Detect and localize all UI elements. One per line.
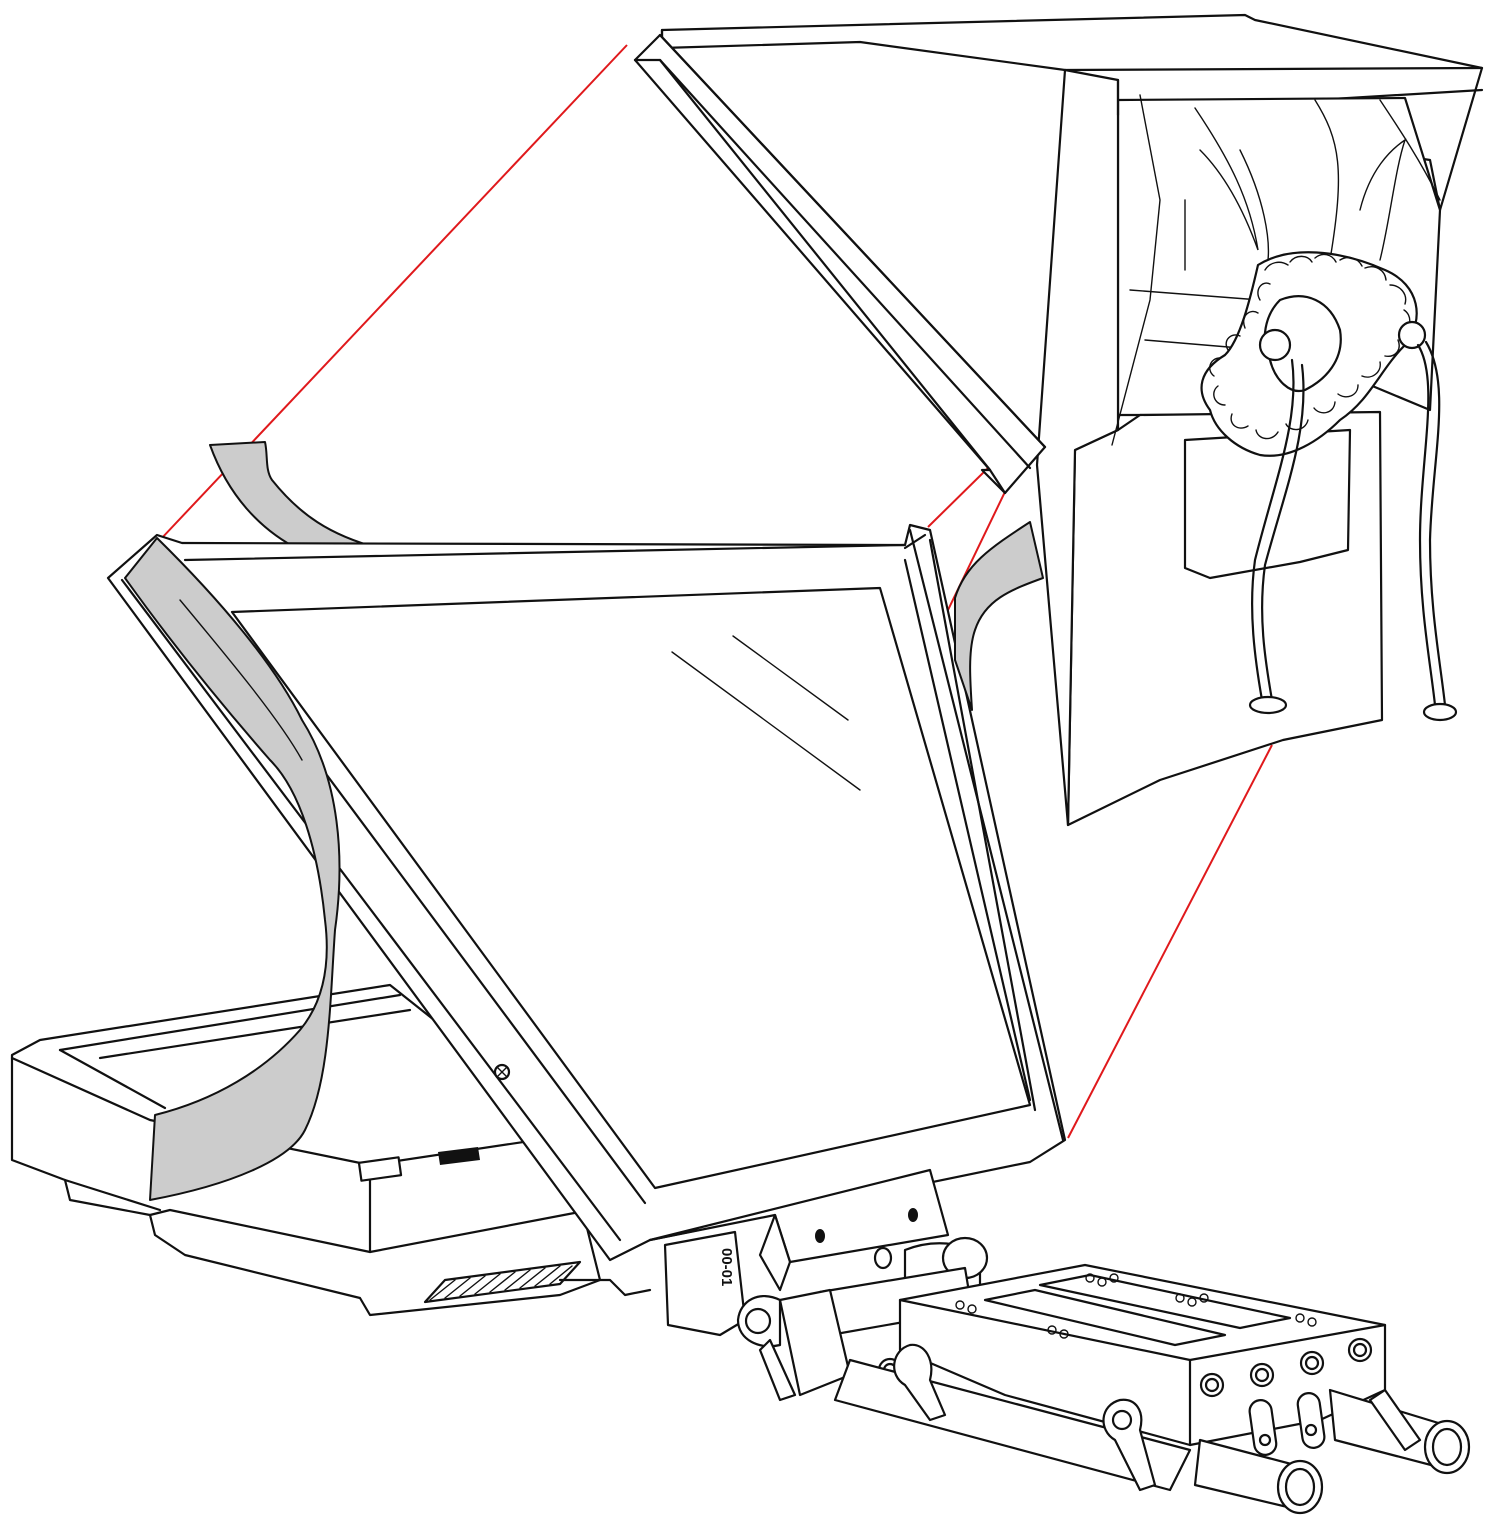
- protective-film-right: [954, 521, 1044, 711]
- cord-lock-right: [1397, 320, 1427, 350]
- base-plate: [877, 1263, 1387, 1456]
- cord-lock-left: [1258, 328, 1292, 362]
- hood-shroud: [660, 13, 1484, 827]
- base-vent: [423, 1260, 582, 1304]
- protective-film-top: [209, 441, 379, 551]
- beamsplitter-glass-panel: [633, 33, 1047, 495]
- cord-end-right: [1422, 702, 1458, 722]
- rod-clamp-assembly: [736, 1266, 974, 1402]
- rod-knob-left[interactable]: [893, 1343, 947, 1422]
- guide-line-mid: [927, 467, 989, 528]
- hood-pocket: [1183, 428, 1352, 580]
- glass-frame: [106, 523, 1067, 1262]
- base-logo-mark: [438, 1147, 480, 1165]
- plate-hole-pattern: [955, 1273, 1317, 1339]
- bracket-hole-1: [815, 1229, 825, 1243]
- part-code-label: 00-01: [718, 1248, 735, 1286]
- cord-end-left: [1248, 695, 1288, 715]
- drawstring-cinch: [1200, 251, 1427, 457]
- bracket-hole-2: [908, 1208, 918, 1222]
- base-button: [357, 1156, 403, 1182]
- protective-film-left: [124, 537, 341, 1201]
- guide-line-right: [1067, 744, 1273, 1139]
- rod-clamp-knobs: [893, 1343, 1422, 1492]
- monitor-base: [10, 983, 652, 1317]
- glass-glare-2: [732, 635, 849, 721]
- glass-glare-1: [671, 651, 861, 791]
